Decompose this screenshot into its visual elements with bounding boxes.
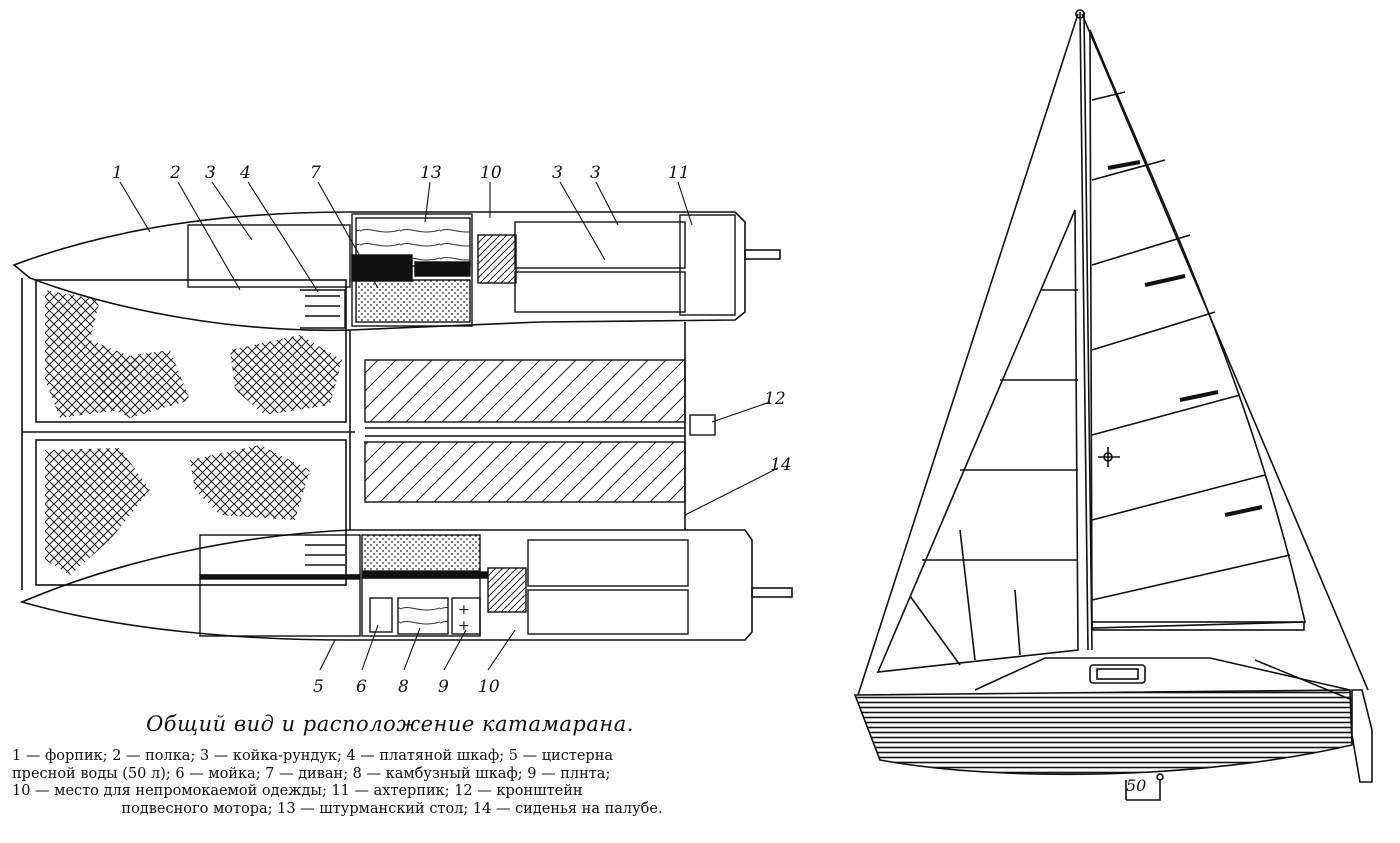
- rudder: [1351, 689, 1373, 783]
- boom: [1091, 621, 1305, 631]
- svg-text:+: +: [458, 602, 470, 618]
- sink: [369, 597, 393, 633]
- scale-label: 50: [1126, 776, 1147, 795]
- upper-hull: [12, 211, 746, 332]
- callout-4: 4: [239, 163, 251, 183]
- hull-profile: [853, 689, 1353, 776]
- settee-lower: [361, 534, 481, 572]
- callout-5: 5: [313, 677, 324, 697]
- settee-upper: [355, 279, 471, 323]
- callout-2: 2: [169, 163, 181, 183]
- legend-line: 10 — место для непромокаемой одежды; 11 …: [12, 783, 583, 799]
- stove: [451, 597, 481, 635]
- callout-6: 6: [356, 677, 367, 697]
- callout-8: 8: [398, 677, 409, 697]
- svg-text:+: +: [458, 618, 470, 634]
- forestay: [857, 13, 1079, 696]
- catamaran-side-profile: [853, 9, 1373, 801]
- jib-sail: [876, 209, 1079, 673]
- cockpit-seat-upper: [364, 359, 686, 423]
- callout-10-top: 10: [480, 163, 502, 183]
- trampoline-nets: [45, 290, 342, 575]
- callout-7: 7: [310, 163, 321, 183]
- legend-line: подвесного мотора; 13 — штурманский стол…: [121, 800, 663, 817]
- callout-10-bottom: 10: [478, 677, 500, 697]
- galley-cabinet: [397, 597, 449, 635]
- callout-9: 9: [438, 677, 449, 697]
- lower-hull: [19, 529, 753, 641]
- main-sail: [1089, 29, 1306, 629]
- callout-11: 11: [668, 163, 690, 183]
- legend-line: пресной воды (50 л); 6 — мойка; 7 — дива…: [12, 765, 611, 782]
- backstay: [1081, 13, 1369, 691]
- cabin-top: [974, 657, 1351, 691]
- callout-3-c: 3: [590, 163, 601, 183]
- callout-12: 12: [764, 389, 786, 409]
- callout-3-b: 3: [552, 163, 563, 183]
- mast: [1079, 11, 1089, 651]
- callout-3: 3: [205, 163, 216, 183]
- cockpit-seat-lower: [364, 441, 686, 503]
- legend-line: 1 — форпик; 2 — полка; 3 — койка-рундук;…: [12, 748, 614, 764]
- figure-legend: 1 — форпик; 2 — полка; 3 — койка-рундук;…: [12, 748, 772, 818]
- callout-14: 14: [770, 455, 792, 475]
- bridge-deck: [21, 278, 686, 590]
- figure-title: Общий вид и расположение катамарана.: [146, 712, 634, 736]
- catamaran-plan-view: + + 1 2 3 4 7 13 10: [12, 163, 793, 697]
- callout-1: 1: [112, 163, 123, 183]
- callout-13: 13: [420, 163, 442, 183]
